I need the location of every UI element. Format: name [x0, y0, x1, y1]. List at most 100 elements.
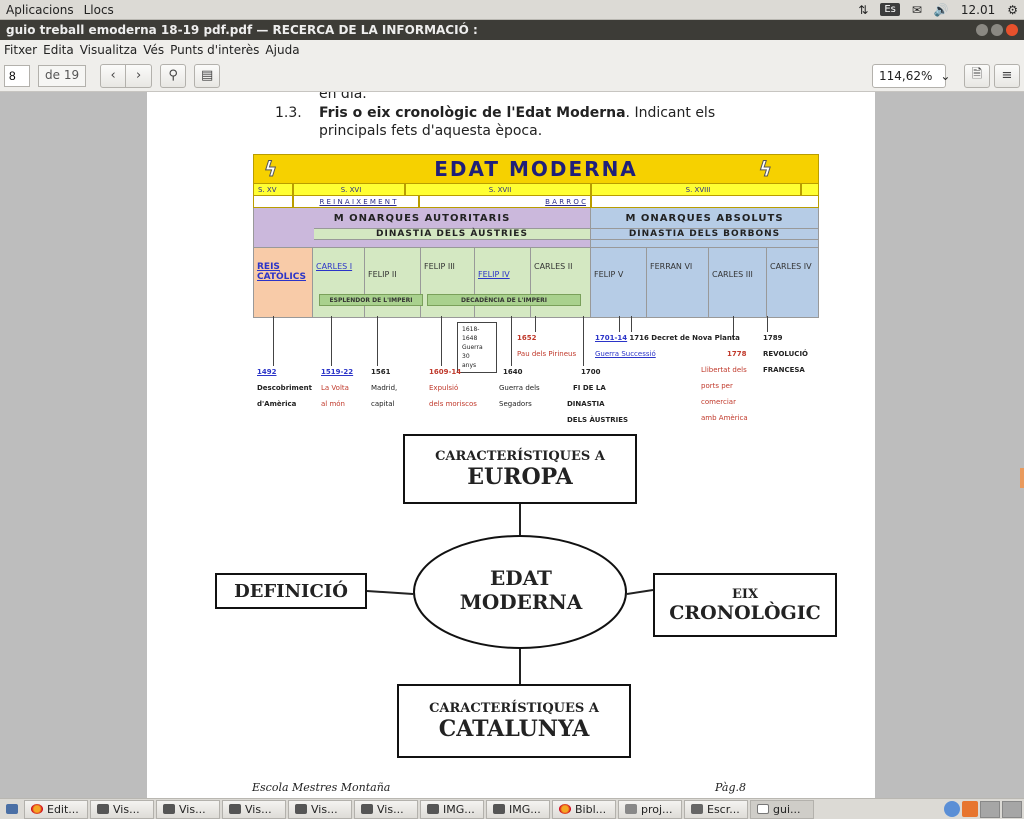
event-1778-line4: amb Amèrica	[701, 414, 748, 422]
app-menu-button[interactable]: ≡	[994, 63, 1020, 88]
menu-file[interactable]: Fitxer	[4, 43, 38, 57]
box-catalonia: CARACTERÍSTIQUES A CATALUNYA	[397, 684, 631, 758]
event-line	[273, 316, 274, 366]
box-timeline-label: EIX	[731, 586, 759, 602]
box-catalonia-label: CARACTERÍSTIQUES A	[429, 700, 599, 716]
event-line	[631, 316, 632, 332]
taskbar-item[interactable]: Escr...	[684, 799, 748, 819]
show-desktop-icon[interactable]	[6, 804, 18, 814]
king-felip-iv[interactable]: FELIP IV	[475, 248, 531, 318]
taskbar-label: IMG...	[443, 802, 475, 816]
event-1618-line1: Guerra 30	[462, 344, 483, 360]
event-1519-line2: al món	[321, 400, 345, 408]
image-viewer-icon	[427, 804, 439, 814]
taskbar-item[interactable]: Vis...	[156, 799, 220, 819]
pdf-page: en dia. 1.3.Fris o eix cronològic de l'E…	[147, 92, 875, 798]
menu-view[interactable]: Visualitza	[79, 43, 138, 57]
scroll-indicator[interactable]	[1020, 468, 1024, 488]
hamburger-icon: ≡	[1001, 68, 1013, 83]
king-reis-catolics[interactable]: REIS CATÒLICS	[253, 248, 313, 318]
menu-go[interactable]: Vés	[143, 43, 165, 57]
event-1609-year: 1609-14	[429, 368, 462, 376]
taskbar-item-active[interactable]: gui...	[750, 799, 814, 819]
event-line	[511, 316, 512, 366]
king-felip-v: FELIP V	[591, 248, 647, 318]
places-menu[interactable]: Llocs	[83, 2, 114, 17]
settings-gear-icon[interactable]: ⚙	[1007, 2, 1018, 17]
firefox-icon	[31, 804, 43, 814]
clock[interactable]: 12.01	[960, 2, 996, 17]
menu-bookmarks[interactable]: Punts d'interès	[170, 43, 260, 57]
menu-help[interactable]: Ajuda	[265, 43, 300, 57]
footer-school: Escola Mestres Montaña	[252, 781, 391, 794]
minimize-button[interactable]	[976, 24, 988, 36]
taskbar-item[interactable]: Vis...	[90, 799, 154, 819]
taskbar-item[interactable]: IMG...	[486, 799, 550, 819]
style-empty-2	[591, 196, 819, 208]
event-1700: 1700 FI DE LA DINASTIA DELS ÀUSTRIES	[567, 364, 628, 428]
workspace-2[interactable]	[1002, 800, 1022, 818]
keyboard-language[interactable]: Es	[880, 3, 900, 16]
event-1700-year: 1700	[581, 368, 601, 376]
event-1716-text: 1716 Decret de Nova Planta	[629, 334, 740, 342]
event-1778-line2: ports per	[701, 382, 733, 390]
item-number: 1.3.	[275, 105, 302, 121]
event-1561-line2: capital	[371, 400, 395, 408]
king-felip-ii: FELIP II	[365, 248, 421, 318]
clipboard-icon[interactable]	[962, 800, 978, 817]
previous-page-button[interactable]: ‹	[100, 63, 127, 88]
event-1492-year[interactable]: 1492	[257, 368, 277, 376]
maximize-button[interactable]	[991, 24, 1003, 36]
event-1640: 1640 Guerra dels Segadors	[499, 364, 540, 412]
king-carles-i[interactable]: CARLES I	[313, 248, 365, 318]
applications-menu[interactable]: Aplicacions	[6, 2, 74, 17]
mail-icon[interactable]: ✉	[911, 2, 922, 17]
event-1652-text: Pau dels Pirineus	[517, 350, 577, 358]
menu-edit[interactable]: Edita	[43, 43, 74, 57]
box-catalonia-title: CATALUNYA	[438, 715, 590, 742]
event-1789-line2: FRANCESA	[763, 366, 805, 374]
taskbar-item[interactable]: Vis...	[288, 799, 352, 819]
network-manager-icon[interactable]	[944, 800, 960, 817]
event-1609-line2: dels moriscos	[429, 400, 477, 408]
clipped-text: en dia.	[319, 92, 367, 102]
network-icon[interactable]: ⇅	[858, 2, 869, 17]
close-button[interactable]	[1006, 24, 1018, 36]
sidebar-toggle-button[interactable]: 🗎	[964, 63, 990, 88]
workspace-1[interactable]	[980, 800, 1000, 818]
event-1561-line1: Madrid,	[371, 384, 398, 392]
timeline-title: ϟ EDAT MODERNA ϟ	[253, 154, 819, 184]
borbons-dynasty: DINASTIA DELS BORBONS	[591, 228, 818, 240]
document-icon	[757, 804, 769, 814]
taskbar-item[interactable]: Vis...	[222, 799, 286, 819]
zoom-select[interactable]: 114,62% ⌄	[872, 63, 950, 88]
event-1618-year: 1618-1648	[462, 326, 480, 342]
event-line	[733, 316, 734, 340]
page-number-input[interactable]	[4, 64, 30, 87]
menubar: Fitxer Edita Visualitza Vés Punts d'inte…	[0, 40, 1024, 60]
taskbar-label: proj...	[641, 802, 673, 816]
style-row: R E I N A I X E M E N T B A R R O C	[253, 196, 819, 208]
viewer-toolbar: de 19 ‹ › ⚲ ▤ 114,62% ⌄ 🗎 ≡	[0, 60, 1024, 92]
event-1701-year[interactable]: 1701-14	[595, 334, 628, 342]
event-1701-text[interactable]: Guerra Successió	[595, 350, 656, 358]
taskbar-item[interactable]: IMG...	[420, 799, 484, 819]
taskbar-item[interactable]: proj...	[618, 799, 682, 819]
taskbar-item[interactable]: Edit...	[24, 799, 88, 819]
event-line	[331, 316, 332, 366]
volume-icon[interactable]: 🔊	[933, 2, 949, 17]
style-renaissance: R E I N A I X E M E N T	[293, 196, 419, 208]
style-empty	[253, 196, 293, 208]
annotations-button[interactable]: ▤	[194, 63, 221, 88]
taskbar-item[interactable]: Vis...	[354, 799, 418, 819]
timeline-title-text: EDAT MODERNA	[434, 157, 638, 181]
document-area[interactable]: en dia. 1.3.Fris o eix cronològic de l'E…	[0, 92, 1024, 798]
taskbar-label: Escr...	[707, 802, 740, 816]
next-page-button[interactable]: ›	[126, 63, 153, 88]
event-1519-year[interactable]: 1519-22	[321, 368, 354, 376]
event-1618: 1618-1648 Guerra 30 anys	[457, 322, 497, 373]
taskbar: Edit... Vis... Vis... Vis... Vis... Vis.…	[0, 798, 1024, 819]
search-button[interactable]: ⚲	[160, 63, 187, 88]
event-1561-year: 1561	[371, 368, 391, 376]
taskbar-item[interactable]: Bibl...	[552, 799, 616, 819]
